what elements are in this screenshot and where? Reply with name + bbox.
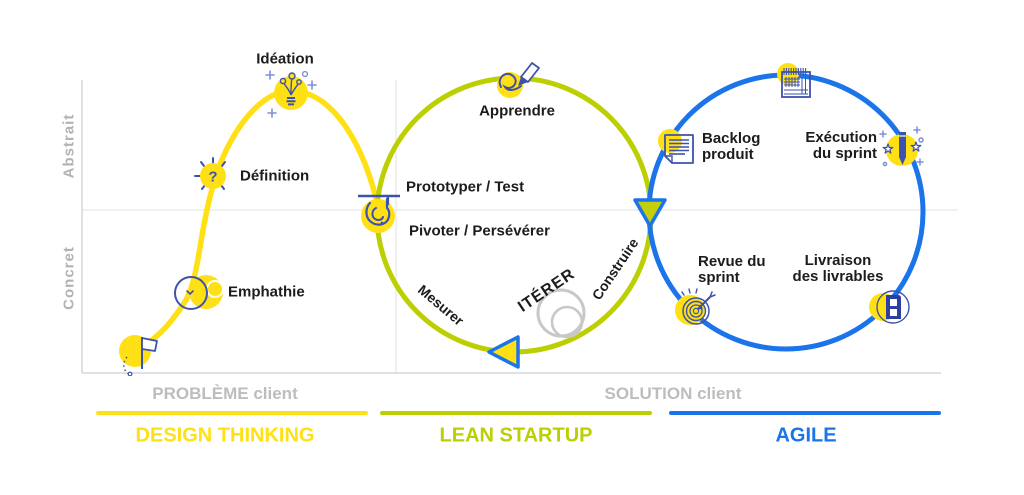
probleme-client-zone-label: PROBLÈME client xyxy=(152,384,298,403)
pencil-scribble-icon xyxy=(497,62,540,98)
pencil-stars-icon xyxy=(879,126,924,167)
calendar-icon xyxy=(777,63,811,98)
flag-icon xyxy=(119,335,158,376)
livraison-livrables-label: Livraison des livrables xyxy=(792,251,884,285)
y-axis-abstract-label: Abstrait xyxy=(60,113,78,179)
lean-startup-bar xyxy=(380,411,652,415)
execution-sprint-label: Exécution du sprint xyxy=(805,128,877,162)
revue-sprint-label: Revue du sprint xyxy=(698,252,766,286)
solution-client-zone-label: SOLUTION client xyxy=(604,384,742,403)
empathy-label: Emphathie xyxy=(228,283,305,301)
pivoter-perseverer-label: Pivoter / Persévérer xyxy=(409,222,550,240)
question-glyph: ? xyxy=(208,169,217,186)
agile-bar xyxy=(669,411,941,415)
loop-circles-icon xyxy=(536,288,586,339)
design-thinking-title: DESIGN THINKING xyxy=(135,424,315,447)
design-thinking-bar xyxy=(96,411,368,415)
lean-startup-title: LEAN STARTUP xyxy=(439,424,593,447)
backlog-produit-label: Backlog produit xyxy=(702,129,761,163)
left-triangle-marker xyxy=(487,335,520,369)
notepad-icon xyxy=(658,129,694,164)
ideation-label: Idéation xyxy=(256,50,314,68)
door-delivery-icon xyxy=(869,290,910,324)
y-axis-concrete-label: Concret xyxy=(60,246,78,310)
agile-title: AGILE xyxy=(775,424,837,447)
question-mark-icon: ? xyxy=(194,157,226,190)
prototyper-test-label: Prototyper / Test xyxy=(406,178,525,196)
hand-grip-icon xyxy=(358,194,400,233)
down-triangle-marker xyxy=(633,198,667,228)
definition-label: Définition xyxy=(240,167,310,185)
smiley-face-icon xyxy=(174,275,224,310)
lightbulb-ideas-icon xyxy=(265,70,317,118)
apprendre-label: Apprendre xyxy=(479,102,555,120)
target-dart-icon xyxy=(675,288,716,325)
